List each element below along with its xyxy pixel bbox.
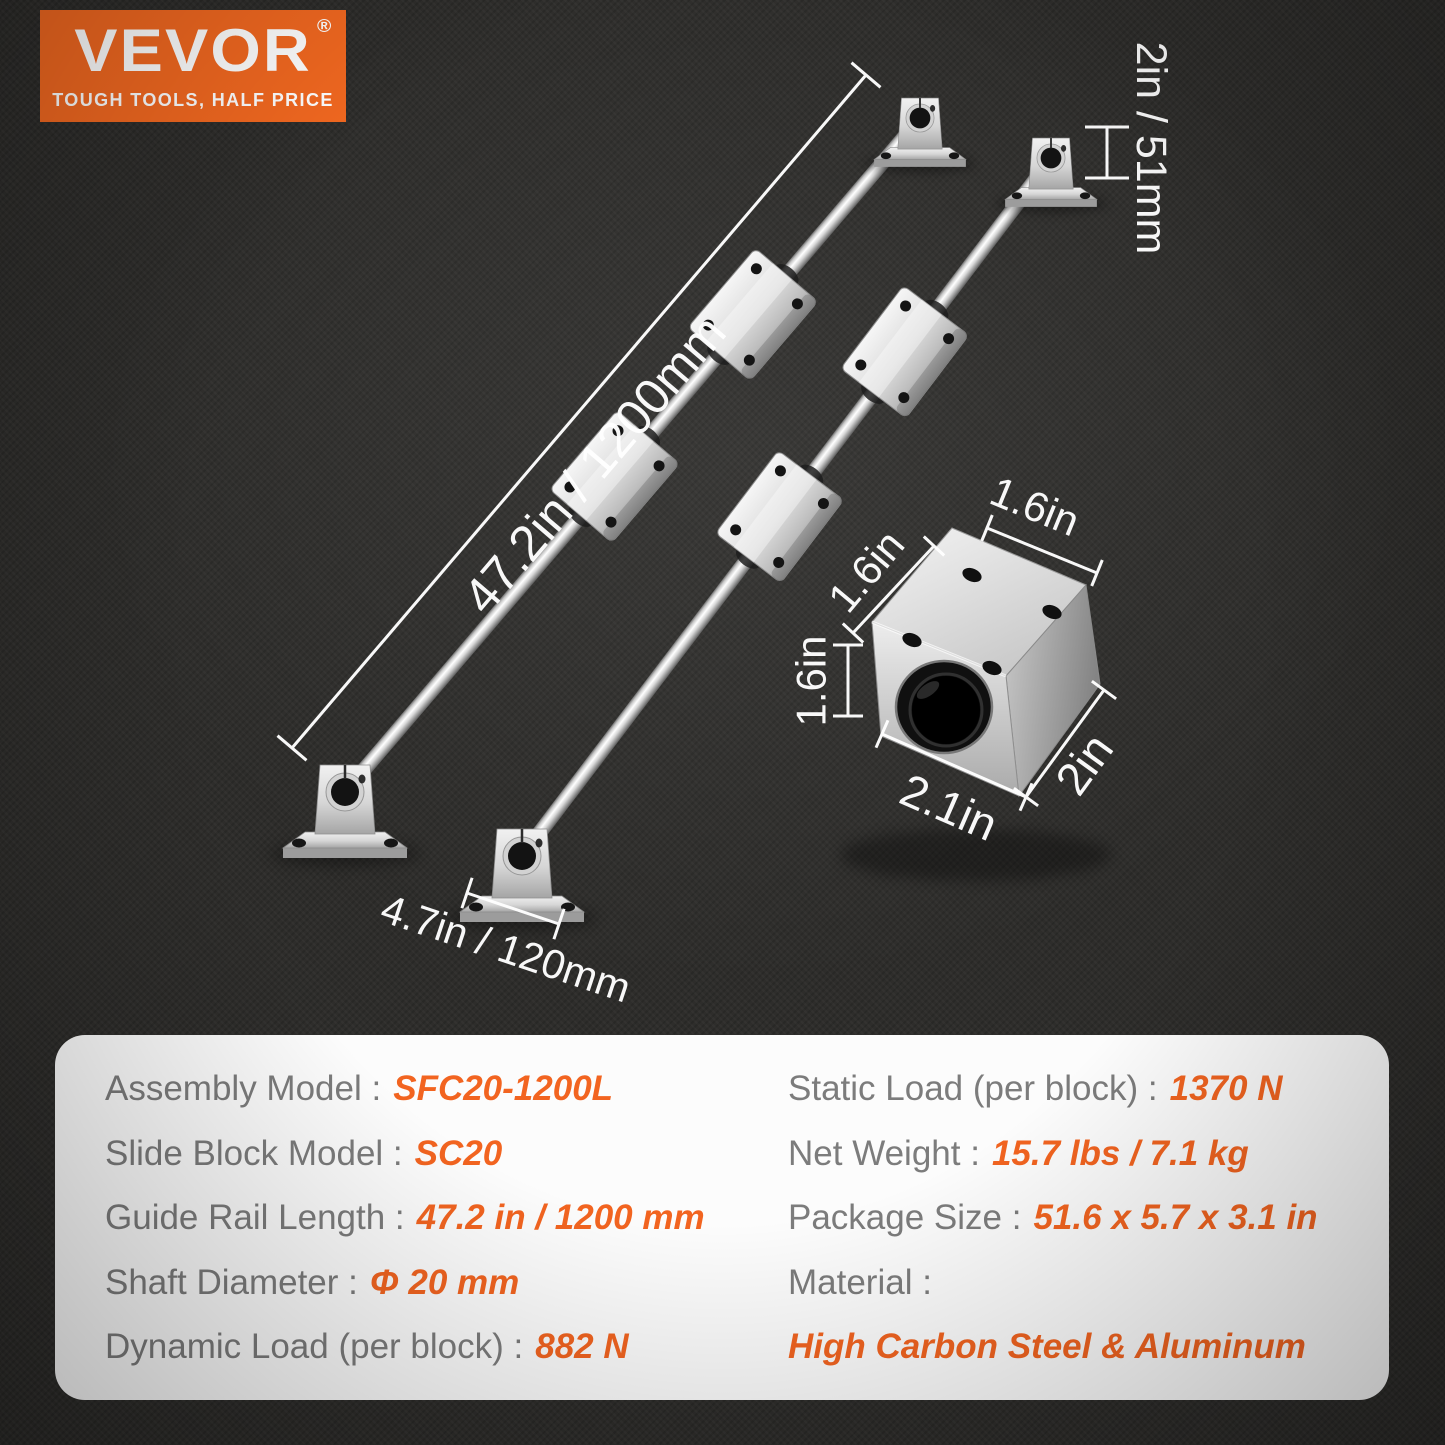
spec-value: 1370 N: [1169, 1069, 1283, 1108]
slide-block-detail: [840, 527, 1110, 881]
dim-label-support-height: 2in / 51mm: [1127, 42, 1175, 255]
dim-line-block-top-width: [980, 514, 1104, 587]
spec-label: Package Size :: [788, 1198, 1022, 1237]
brand-logo: VEVOR® TOUGH TOOLS, HALF PRICE: [40, 10, 346, 122]
dim-label-block-height: 1.6in: [788, 635, 835, 726]
dim-line-support-height: [1085, 125, 1129, 180]
rail-2: [515, 154, 1057, 863]
dim-line-rail-length: [276, 61, 882, 762]
support-rail2-top: [996, 138, 1106, 213]
detail-top-hole: [1042, 604, 1062, 620]
spec-value: 15.7 lbs / 7.1 kg: [991, 1133, 1249, 1173]
dim-line-support-base: [460, 877, 566, 940]
spec-value: 882 N: [535, 1327, 629, 1366]
dim-label-rail-length: 47.2in / 1200mm: [452, 305, 736, 625]
spec-label: Guide Rail Length :: [105, 1198, 405, 1237]
spec-value: Φ 20 mm: [369, 1262, 520, 1302]
spec-row-guide-rail-length: Guide Rail Length : 47.2 in / 1200 mm: [105, 1197, 765, 1239]
detail-top-hole: [982, 660, 1002, 676]
dim-line-block-depth: [1013, 679, 1117, 808]
spec-label: Material :: [788, 1262, 932, 1302]
brand-name: VEVOR®: [74, 16, 334, 84]
dimension-annotations: [276, 61, 1129, 940]
brand-tagline: TOUGH TOOLS, HALF PRICE: [52, 90, 334, 110]
spec-row-net-weight: Net Weight : 15.7 lbs / 7.1 kg: [788, 1133, 1368, 1175]
support-rail1-top: [865, 98, 975, 173]
detail-top-hole: [902, 632, 922, 648]
spec-label: Static Load (per block) :: [788, 1069, 1158, 1108]
spec-row-package-size: Package Size : 51.6 x 5.7 x 3.1 in: [788, 1197, 1368, 1239]
spec-label: Net Weight :: [788, 1133, 980, 1173]
spec-value: SFC20-1200L: [393, 1069, 614, 1108]
detail-top-hole: [962, 567, 982, 583]
spec-value: High Carbon Steel & Aluminum: [788, 1327, 1306, 1366]
dim-line-block-top-depth: [841, 535, 946, 644]
spec-label: Dynamic Load (per block) :: [105, 1327, 524, 1366]
registered-mark: ®: [316, 16, 334, 36]
spec-column-right: Static Load (per block) : 1370 N Net Wei…: [788, 1068, 1368, 1368]
spec-column-left: Assembly Model : SFC20-1200L Slide Block…: [105, 1068, 765, 1368]
spec-row-slide-block-model: Slide Block Model : SC20: [105, 1133, 765, 1175]
support-rail1-bottom: [271, 765, 419, 866]
spec-row-static-load: Static Load (per block) : 1370 N: [788, 1068, 1368, 1110]
spec-row-material-value: High Carbon Steel & Aluminum: [788, 1326, 1368, 1368]
spec-row-material-label: Material :: [788, 1262, 1368, 1304]
spec-value: SC20: [414, 1133, 503, 1173]
spec-label: Slide Block Model :: [105, 1133, 403, 1173]
spec-value: 51.6 x 5.7 x 3.1 in: [1033, 1198, 1318, 1237]
spec-row-shaft-diameter: Shaft Diameter : Φ 20 mm: [105, 1262, 765, 1304]
dim-line-block-height: [833, 643, 863, 718]
spec-value: 47.2 in / 1200 mm: [416, 1198, 705, 1237]
spec-label: Shaft Diameter :: [105, 1262, 358, 1302]
spec-label: Assembly Model :: [105, 1069, 382, 1108]
spec-row-dynamic-load: Dynamic Load (per block) : 882 N: [105, 1326, 765, 1368]
spec-row-assembly-model: Assembly Model : SFC20-1200L: [105, 1068, 765, 1110]
spec-panel: Assembly Model : SFC20-1200L Slide Block…: [55, 1035, 1389, 1400]
rail-1: [338, 116, 924, 799]
